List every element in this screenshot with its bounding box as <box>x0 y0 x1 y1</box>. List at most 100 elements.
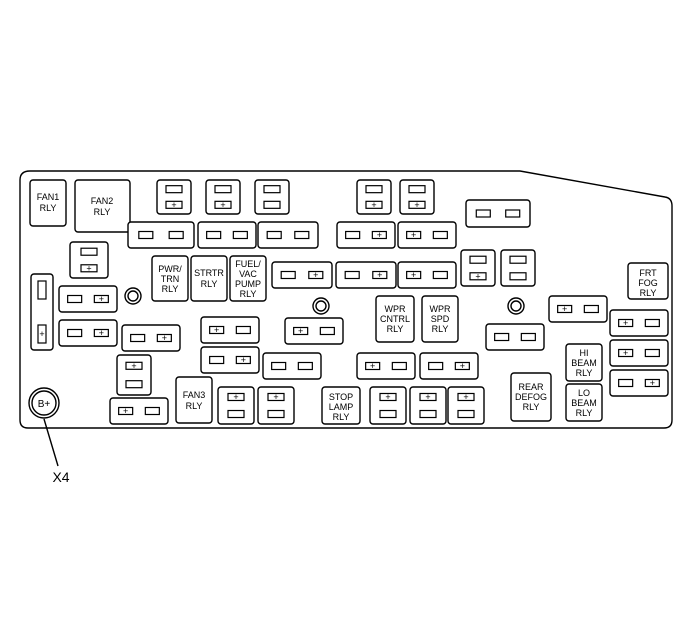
relay-wpr-cntrl-line3: RLY <box>387 324 404 334</box>
relay-fan2: FAN2 RLY <box>74 179 131 233</box>
fuse-25: + <box>116 354 152 396</box>
svg-text:+: + <box>414 200 419 210</box>
mounting-stud-left <box>124 287 142 305</box>
fuse-1: + <box>156 179 192 215</box>
fuse-17: + <box>335 261 397 289</box>
svg-text:+: + <box>460 361 465 371</box>
relay-fan1-line2: RLY <box>40 203 57 213</box>
relay-fan2-line1: FAN2 <box>91 196 114 206</box>
svg-text:+: + <box>623 318 628 328</box>
relay-rear-defog-line2: DEFOG <box>515 392 547 402</box>
svg-text:+: + <box>623 348 628 358</box>
mounting-stud-center <box>312 297 330 315</box>
relay-strtr-line2: RLY <box>201 279 218 289</box>
relay-fuel-vac: FUEL/ VAC PUMP RLY <box>229 255 267 302</box>
svg-text:+: + <box>371 200 376 210</box>
callout-leader <box>43 418 59 467</box>
relay-fan2-line2: RLY <box>94 207 111 217</box>
svg-text:+: + <box>99 328 104 338</box>
relay-pwr-trn-line2: TRN <box>161 274 180 284</box>
fuse-26 <box>262 352 322 380</box>
relay-fuel-vac-line1: FUEL/ <box>235 259 261 269</box>
relay-frt-fog: FRT FOG RLY <box>627 262 669 300</box>
relay-wpr-spd-line2: SPD <box>431 314 450 324</box>
relay-rear-defog-line1: REAR <box>518 382 544 392</box>
relay-hi-beam-line2: BEAM <box>571 358 597 368</box>
svg-text:+: + <box>562 304 567 314</box>
relay-wpr-spd-line1: WPR <box>430 304 451 314</box>
fuse-5: + <box>399 179 435 215</box>
svg-text:+: + <box>86 263 91 273</box>
fuse-39: + <box>447 386 485 425</box>
svg-text:+: + <box>463 392 468 402</box>
svg-text:+: + <box>131 361 136 371</box>
relay-fuel-vac-line4: RLY <box>240 289 257 299</box>
callout-x4: X4 <box>52 469 69 485</box>
relay-lo-beam-line3: RLY <box>576 408 593 418</box>
fuse-22: + <box>200 316 260 344</box>
fuse-33: + <box>609 369 669 397</box>
relay-stop-lamp: STOP LAMP RLY <box>321 386 361 425</box>
relay-wpr-cntrl-line2: CNTRL <box>380 314 410 324</box>
relay-pwr-trn-line1: PWR/ <box>158 264 182 274</box>
relay-pwr-trn: PWR/ TRN RLY <box>151 255 189 302</box>
relay-fan1-line1: FAN1 <box>37 192 60 202</box>
relay-fan3-line2: RLY <box>186 401 203 411</box>
relay-stop-lamp-line2: LAMP <box>329 402 354 412</box>
svg-text:+: + <box>411 230 416 240</box>
svg-text:+: + <box>313 270 318 280</box>
fuse-7 <box>197 221 257 249</box>
fuse-10: + <box>397 221 457 249</box>
svg-text:+: + <box>377 270 382 280</box>
fuse-2: + <box>205 179 241 215</box>
svg-text:+: + <box>214 325 219 335</box>
svg-text:+: + <box>171 200 176 210</box>
relay-hi-beam: HI BEAM RLY <box>565 343 603 382</box>
fuse-11 <box>465 199 531 228</box>
relay-stop-lamp-line3: RLY <box>333 412 350 422</box>
svg-text:+: + <box>162 333 167 343</box>
svg-text:+: + <box>411 270 416 280</box>
fuse-32: + <box>609 339 669 367</box>
relay-fan3: FAN3 RLY <box>175 376 213 424</box>
fuse-37: + <box>369 386 407 425</box>
svg-text:+: + <box>298 326 303 336</box>
relay-hi-beam-line3: RLY <box>576 368 593 378</box>
fuse-16: + <box>271 261 333 289</box>
svg-text:+: + <box>650 378 655 388</box>
svg-text:+: + <box>233 392 238 402</box>
fuse-24: + <box>200 346 260 374</box>
relay-lo-beam: LO BEAM RLY <box>565 383 603 422</box>
fuse-block-outline <box>19 170 673 429</box>
relay-wpr-spd-line3: RLY <box>432 324 449 334</box>
relay-hi-beam-line1: HI <box>580 348 589 358</box>
relay-frt-fog-line3: RLY <box>640 288 657 298</box>
fuse-27: + <box>356 352 416 380</box>
svg-text:+: + <box>475 271 480 281</box>
fuse-15: + <box>30 273 54 351</box>
relay-lo-beam-line2: BEAM <box>571 398 597 408</box>
fuse-18: + <box>397 261 457 289</box>
svg-text:+: + <box>39 329 44 339</box>
b-plus-label: B+ <box>38 399 51 410</box>
fuse-36: + <box>257 386 295 425</box>
svg-text:+: + <box>123 406 128 416</box>
relay-wpr-cntrl-line1: WPR <box>385 304 406 314</box>
fuse-19: + <box>460 249 496 287</box>
svg-text:+: + <box>370 361 375 371</box>
fuse-9: + <box>336 221 396 249</box>
relay-strtr-line1: STRTR <box>194 268 224 278</box>
relay-lo-beam-line1: LO <box>578 388 590 398</box>
fuse-group: +++++++++++++++++++++++++++++++ <box>30 179 669 425</box>
fuse-4: + <box>356 179 392 215</box>
relay-rear-defog-line3: RLY <box>523 402 540 412</box>
fuse-8 <box>257 221 319 249</box>
fuse-14: + <box>58 319 118 347</box>
relay-wpr-cntrl: WPR CNTRL RLY <box>375 295 415 343</box>
relay-wpr-spd: WPR SPD RLY <box>421 295 459 343</box>
relay-fuel-vac-line3: PUMP <box>235 279 261 289</box>
relay-pwr-trn-line3: RLY <box>162 284 179 294</box>
relay-fan3-line1: FAN3 <box>183 390 206 400</box>
fuse-3 <box>254 179 290 215</box>
